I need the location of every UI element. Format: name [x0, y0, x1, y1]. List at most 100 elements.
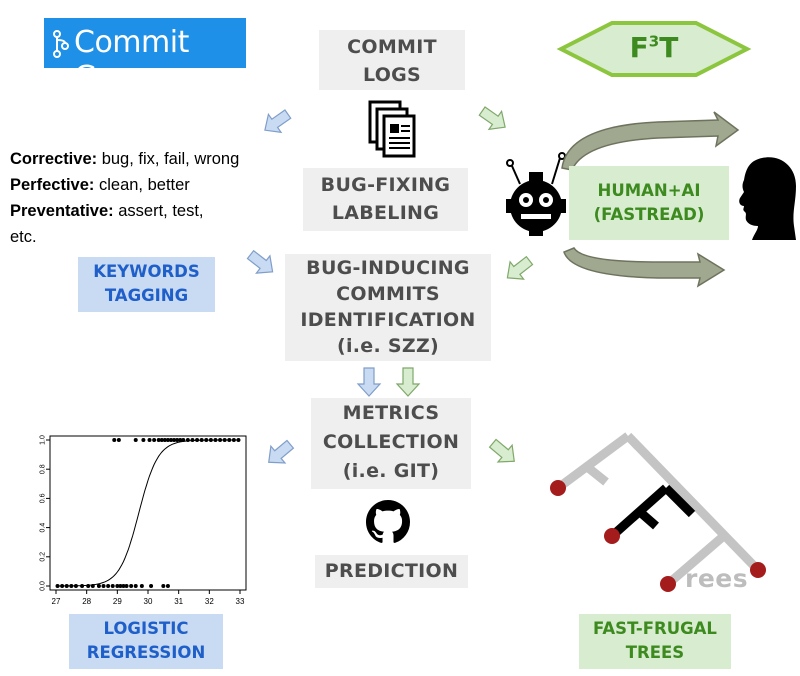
commit-guru-logo: Commit Guru — [44, 18, 246, 95]
data-point — [73, 584, 78, 588]
data-point — [227, 438, 232, 442]
data-point — [213, 438, 218, 442]
data-point — [204, 438, 209, 442]
plot-frame — [49, 435, 247, 591]
fast-frugal-trees-box: FAST-FRUGAL TREES — [579, 614, 731, 669]
human-head-icon — [739, 157, 796, 240]
x-tick-label: 32 — [205, 597, 214, 606]
keyword-line-etc: etc. — [10, 228, 37, 246]
keyword-list: Corrective: bug, fix, fail, wrong Perfec… — [10, 146, 280, 250]
leaf-node — [604, 528, 620, 544]
keyword-line-perfective: Perfective: clean, better — [10, 176, 190, 194]
trees-word: rees — [685, 564, 749, 593]
keywords-tagging-box: KEYWORDS TAGGING — [78, 257, 215, 312]
commit-logs-box: COMMIT LOGS — [319, 30, 465, 90]
data-point — [64, 584, 69, 588]
arrow-to-keywords — [257, 104, 295, 140]
data-point — [178, 438, 183, 442]
data-point — [55, 584, 60, 588]
leaf-node — [750, 562, 766, 578]
f3t-sup: 3 — [648, 32, 660, 51]
data-point — [161, 584, 166, 588]
data-point — [236, 438, 241, 442]
y-tick-label: 0.0 — [40, 581, 47, 591]
data-point — [90, 584, 95, 588]
github-icon — [366, 500, 410, 543]
commit-guru-title: Commit Guru — [74, 25, 189, 95]
keyword-line-preventative: Preventative: assert, test, — [10, 202, 204, 220]
data-point — [222, 438, 227, 442]
data-point — [96, 584, 101, 588]
data-point — [185, 438, 190, 442]
data-point — [152, 438, 157, 442]
data-point — [101, 584, 106, 588]
data-point — [190, 438, 195, 442]
y-tick-label: 1.0 — [40, 435, 47, 445]
data-point — [106, 584, 111, 588]
data-point — [124, 584, 129, 588]
arrow-to-human-ai — [475, 101, 513, 137]
data-point — [80, 584, 85, 588]
data-point — [162, 438, 167, 442]
data-point — [141, 438, 146, 442]
data-point — [129, 584, 134, 588]
data-point — [112, 438, 117, 442]
data-point — [175, 438, 180, 442]
x-tick-label: 27 — [52, 597, 61, 606]
data-point — [60, 584, 65, 588]
logistic-curve — [56, 439, 240, 587]
f3t-f: F — [629, 31, 649, 64]
cycle-arrows-icon — [561, 111, 740, 288]
data-point — [165, 584, 170, 588]
x-tick-label: 31 — [174, 597, 183, 606]
human-ai-box: HUMAN+AI (FASTREAD) — [569, 166, 729, 240]
robot-icon — [506, 152, 566, 236]
data-point — [218, 438, 223, 442]
x-tick-label: 29 — [113, 597, 122, 606]
arrow-to-fft — [485, 434, 522, 471]
data-point — [169, 438, 173, 442]
leaf-node — [660, 576, 676, 592]
y-tick-label: 0.2 — [40, 552, 47, 562]
fft-tree-logo — [550, 432, 766, 592]
data-point — [139, 584, 144, 588]
data-point — [208, 438, 213, 442]
f3t-t: T — [659, 31, 679, 64]
data-point — [118, 584, 123, 588]
data-point — [231, 438, 236, 442]
arrow-blue-down — [357, 367, 381, 397]
data-point — [172, 438, 177, 442]
data-point — [159, 438, 164, 442]
arrow-humanai-to-szz — [500, 251, 537, 288]
git-branch-icon — [53, 30, 69, 58]
data-point — [116, 438, 121, 442]
data-point — [147, 438, 152, 442]
data-point — [86, 584, 91, 588]
data-point — [199, 438, 204, 442]
document-stack-icon — [368, 100, 416, 158]
y-tick-label: 0.8 — [40, 464, 47, 474]
f3t-logo: F3T — [556, 18, 752, 80]
keyword-line-corrective: Corrective: bug, fix, fail, wrong — [10, 150, 240, 168]
data-point — [115, 584, 120, 588]
data-point — [149, 584, 154, 588]
leaf-node — [550, 480, 566, 496]
x-tick-label: 33 — [236, 597, 245, 606]
data-point — [110, 584, 115, 588]
metrics-box: METRICS COLLECTION (i.e. GIT) — [311, 398, 471, 489]
arrow-green-down — [396, 367, 420, 397]
x-tick-label: 30 — [144, 597, 153, 606]
bug-fixing-box: BUG-FIXING LABELING — [303, 168, 468, 231]
arrow-keywords-to-szz — [243, 245, 280, 282]
logistic-regression-box: LOGISTIC REGRESSION — [69, 614, 223, 669]
data-point — [181, 438, 186, 442]
x-tick-label: 28 — [82, 597, 91, 606]
data-point — [165, 438, 170, 442]
data-point — [195, 438, 200, 442]
data-point — [133, 584, 138, 588]
y-tick-label: 0.4 — [40, 523, 47, 533]
bug-inducing-box: BUG-INDUCING COMMITS IDENTIFICATION (i.e… — [285, 254, 491, 361]
prediction-box: PREDICTION — [315, 555, 468, 588]
data-point — [156, 438, 161, 442]
